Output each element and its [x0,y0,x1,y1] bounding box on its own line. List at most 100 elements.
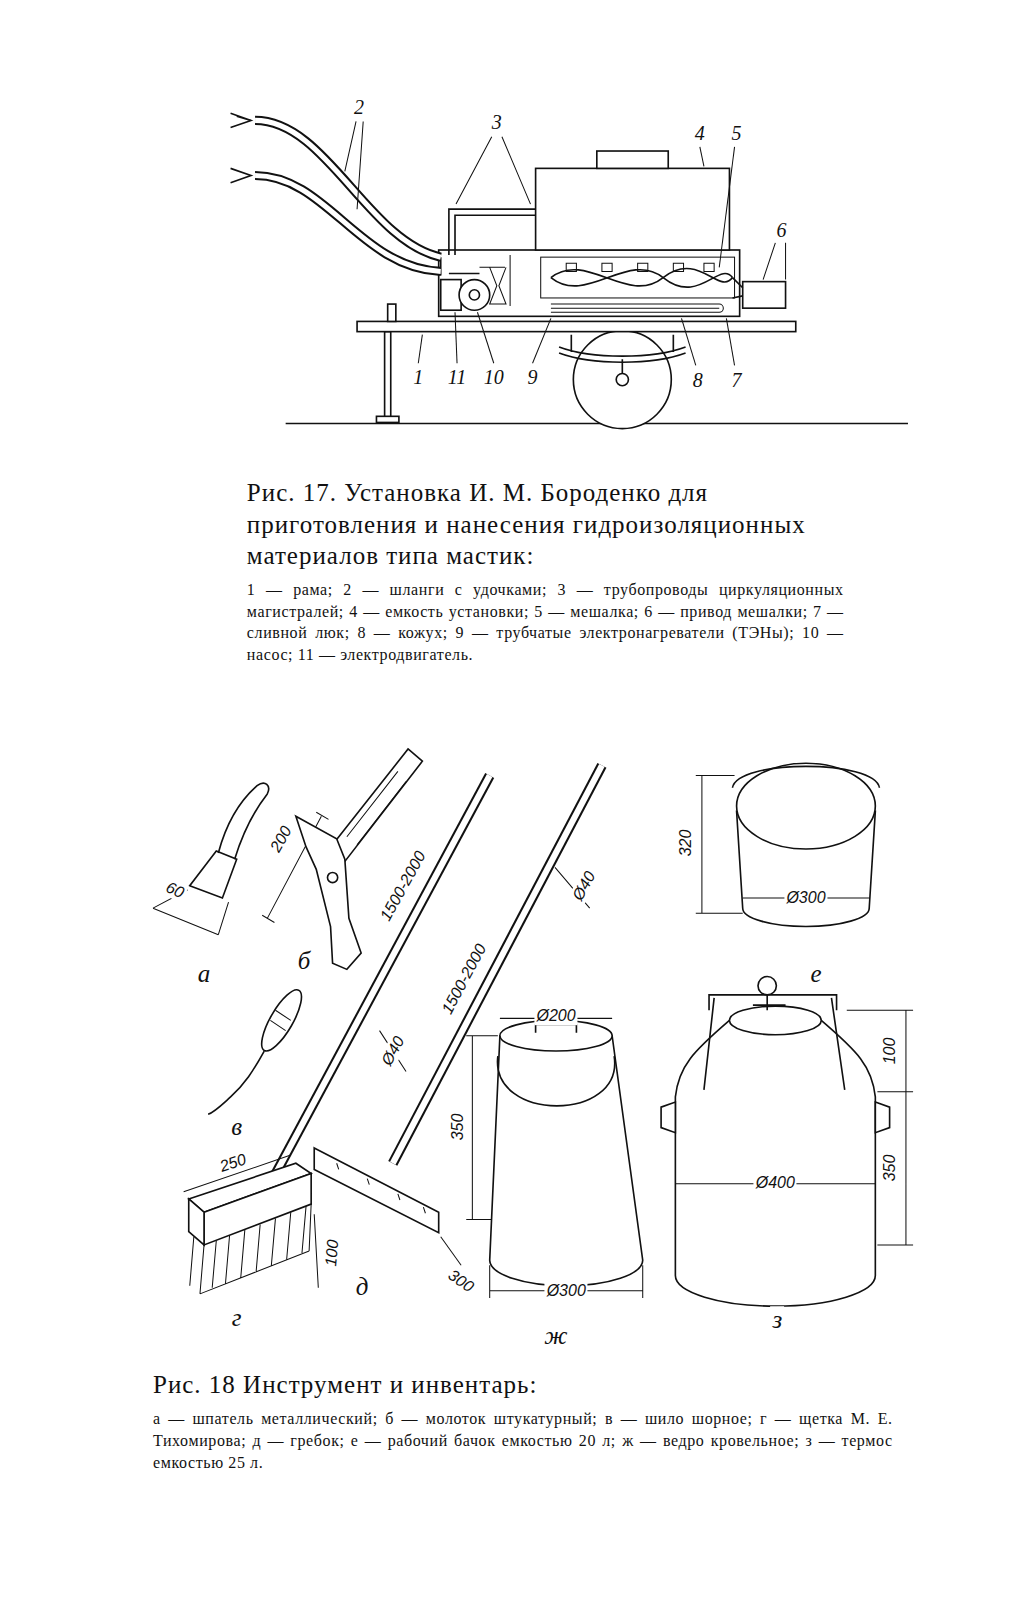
leader-lines [345,121,786,365]
pipes-part [449,209,536,255]
hoses-part [255,176,441,272]
leader-lines-part [763,243,785,280]
hoses-part [255,176,441,272]
callout-number: 10 [482,366,506,388]
callout-number: 2 [352,96,366,118]
dimension: 350 [881,1153,899,1184]
thermos-part [661,1102,890,1133]
dimension: 250 [215,1150,250,1176]
awl [208,985,309,1115]
thermos-part [753,995,786,1010]
leader-lines-part [477,312,493,363]
leader-lines-part [719,147,734,267]
scraper-part [441,1237,461,1266]
figure-letter: ж [542,1323,569,1351]
hoses-part [255,120,441,257]
stand-leg [376,332,398,423]
roofing-bucket-part [500,1020,612,1051]
thermos-part [675,1010,913,1245]
dimension: 200 [265,821,295,856]
work-can-part [696,776,869,914]
spatula-part [190,851,237,898]
roofing-bucket-part [536,1024,577,1032]
brush [184,1155,319,1294]
pump-motor-part [441,280,461,311]
figure-caption: Рис. 17. Установка И. М. Бороденко для п… [245,477,846,571]
thermos [661,977,913,1307]
spatula-part [153,890,228,935]
hammer-part [347,771,406,844]
awl-part [255,985,309,1056]
mixer-housing [439,250,740,316]
dimension: Ø40 [377,1032,409,1070]
mixer-housing-part [541,257,735,298]
thermos-part [704,995,845,1090]
mixer-drive-part [733,278,743,298]
roofing-bucket-part [490,1036,643,1286]
scraper-part [314,1148,438,1233]
thermos-part [758,977,776,995]
dimension: 100 [321,1237,341,1269]
scraper-part [337,1163,426,1213]
leader-lines-part [345,121,363,209]
pump-motor-part [459,280,490,311]
dimension: Ø300 [545,1282,588,1300]
brush-part [184,1155,319,1288]
pump-motor-part [469,290,479,300]
leader-lines-part [418,335,422,364]
tank [536,151,730,250]
dimension: 300 [444,1265,479,1297]
mixer-drive-part [743,282,786,309]
awl-part [208,1051,264,1114]
dimension: 100 [881,1035,899,1066]
stand-leg-part [376,416,398,422]
callout-number: 5 [730,122,744,144]
brush-part [204,1173,311,1244]
pump-motor [441,280,490,311]
figure-letter: е [809,961,824,989]
leader-lines-part [681,318,695,365]
roofing-bucket-part [466,1018,642,1298]
roofing-bucket-part [498,1056,615,1106]
leader-lines-part [456,137,530,204]
stand-leg-part [385,332,391,419]
roofing-bucket [466,1018,642,1298]
work-can-part [733,766,880,787]
dimension: 320 [677,827,695,858]
mixer-housing-part [566,263,714,271]
frame-part [357,321,796,331]
dimension: Ø40 [568,866,600,904]
hoses-part [231,113,251,182]
figure-letter: а [196,961,213,989]
figure-caption: Рис. 18 Инструмент и инвентарь: [151,1369,539,1400]
dimension: Ø200 [534,1007,577,1025]
callout-number: 4 [693,122,707,144]
figure-letter: д [354,1274,371,1302]
thermos-part [729,1006,821,1035]
frame-part [388,304,396,321]
spatula [153,783,328,934]
work-can [696,763,880,926]
brush-part [189,1199,204,1245]
dimension: Ø300 [784,889,827,907]
wheel-part [616,373,628,385]
pipes [441,209,536,275]
mixer-housing-part [551,270,733,287]
callout-number: 3 [490,111,504,133]
spatula-part [218,783,268,859]
figure-letter: з [771,1306,785,1334]
caption-legend: а — шпатель металлический; б — молоток ш… [151,1408,895,1473]
leader-lines-part [726,318,734,365]
dimension: 60 [162,877,189,902]
tank-part [536,168,730,250]
hammer-part [327,872,337,882]
callout-number: 8 [691,369,705,391]
brush-part [190,1204,311,1294]
thermos-part [675,1020,875,1306]
pipes-part [441,257,480,275]
wheel [559,331,686,429]
dimension: Ø400 [754,1175,797,1193]
figure-letter: в [229,1114,244,1142]
callout-number: 11 [446,366,469,388]
